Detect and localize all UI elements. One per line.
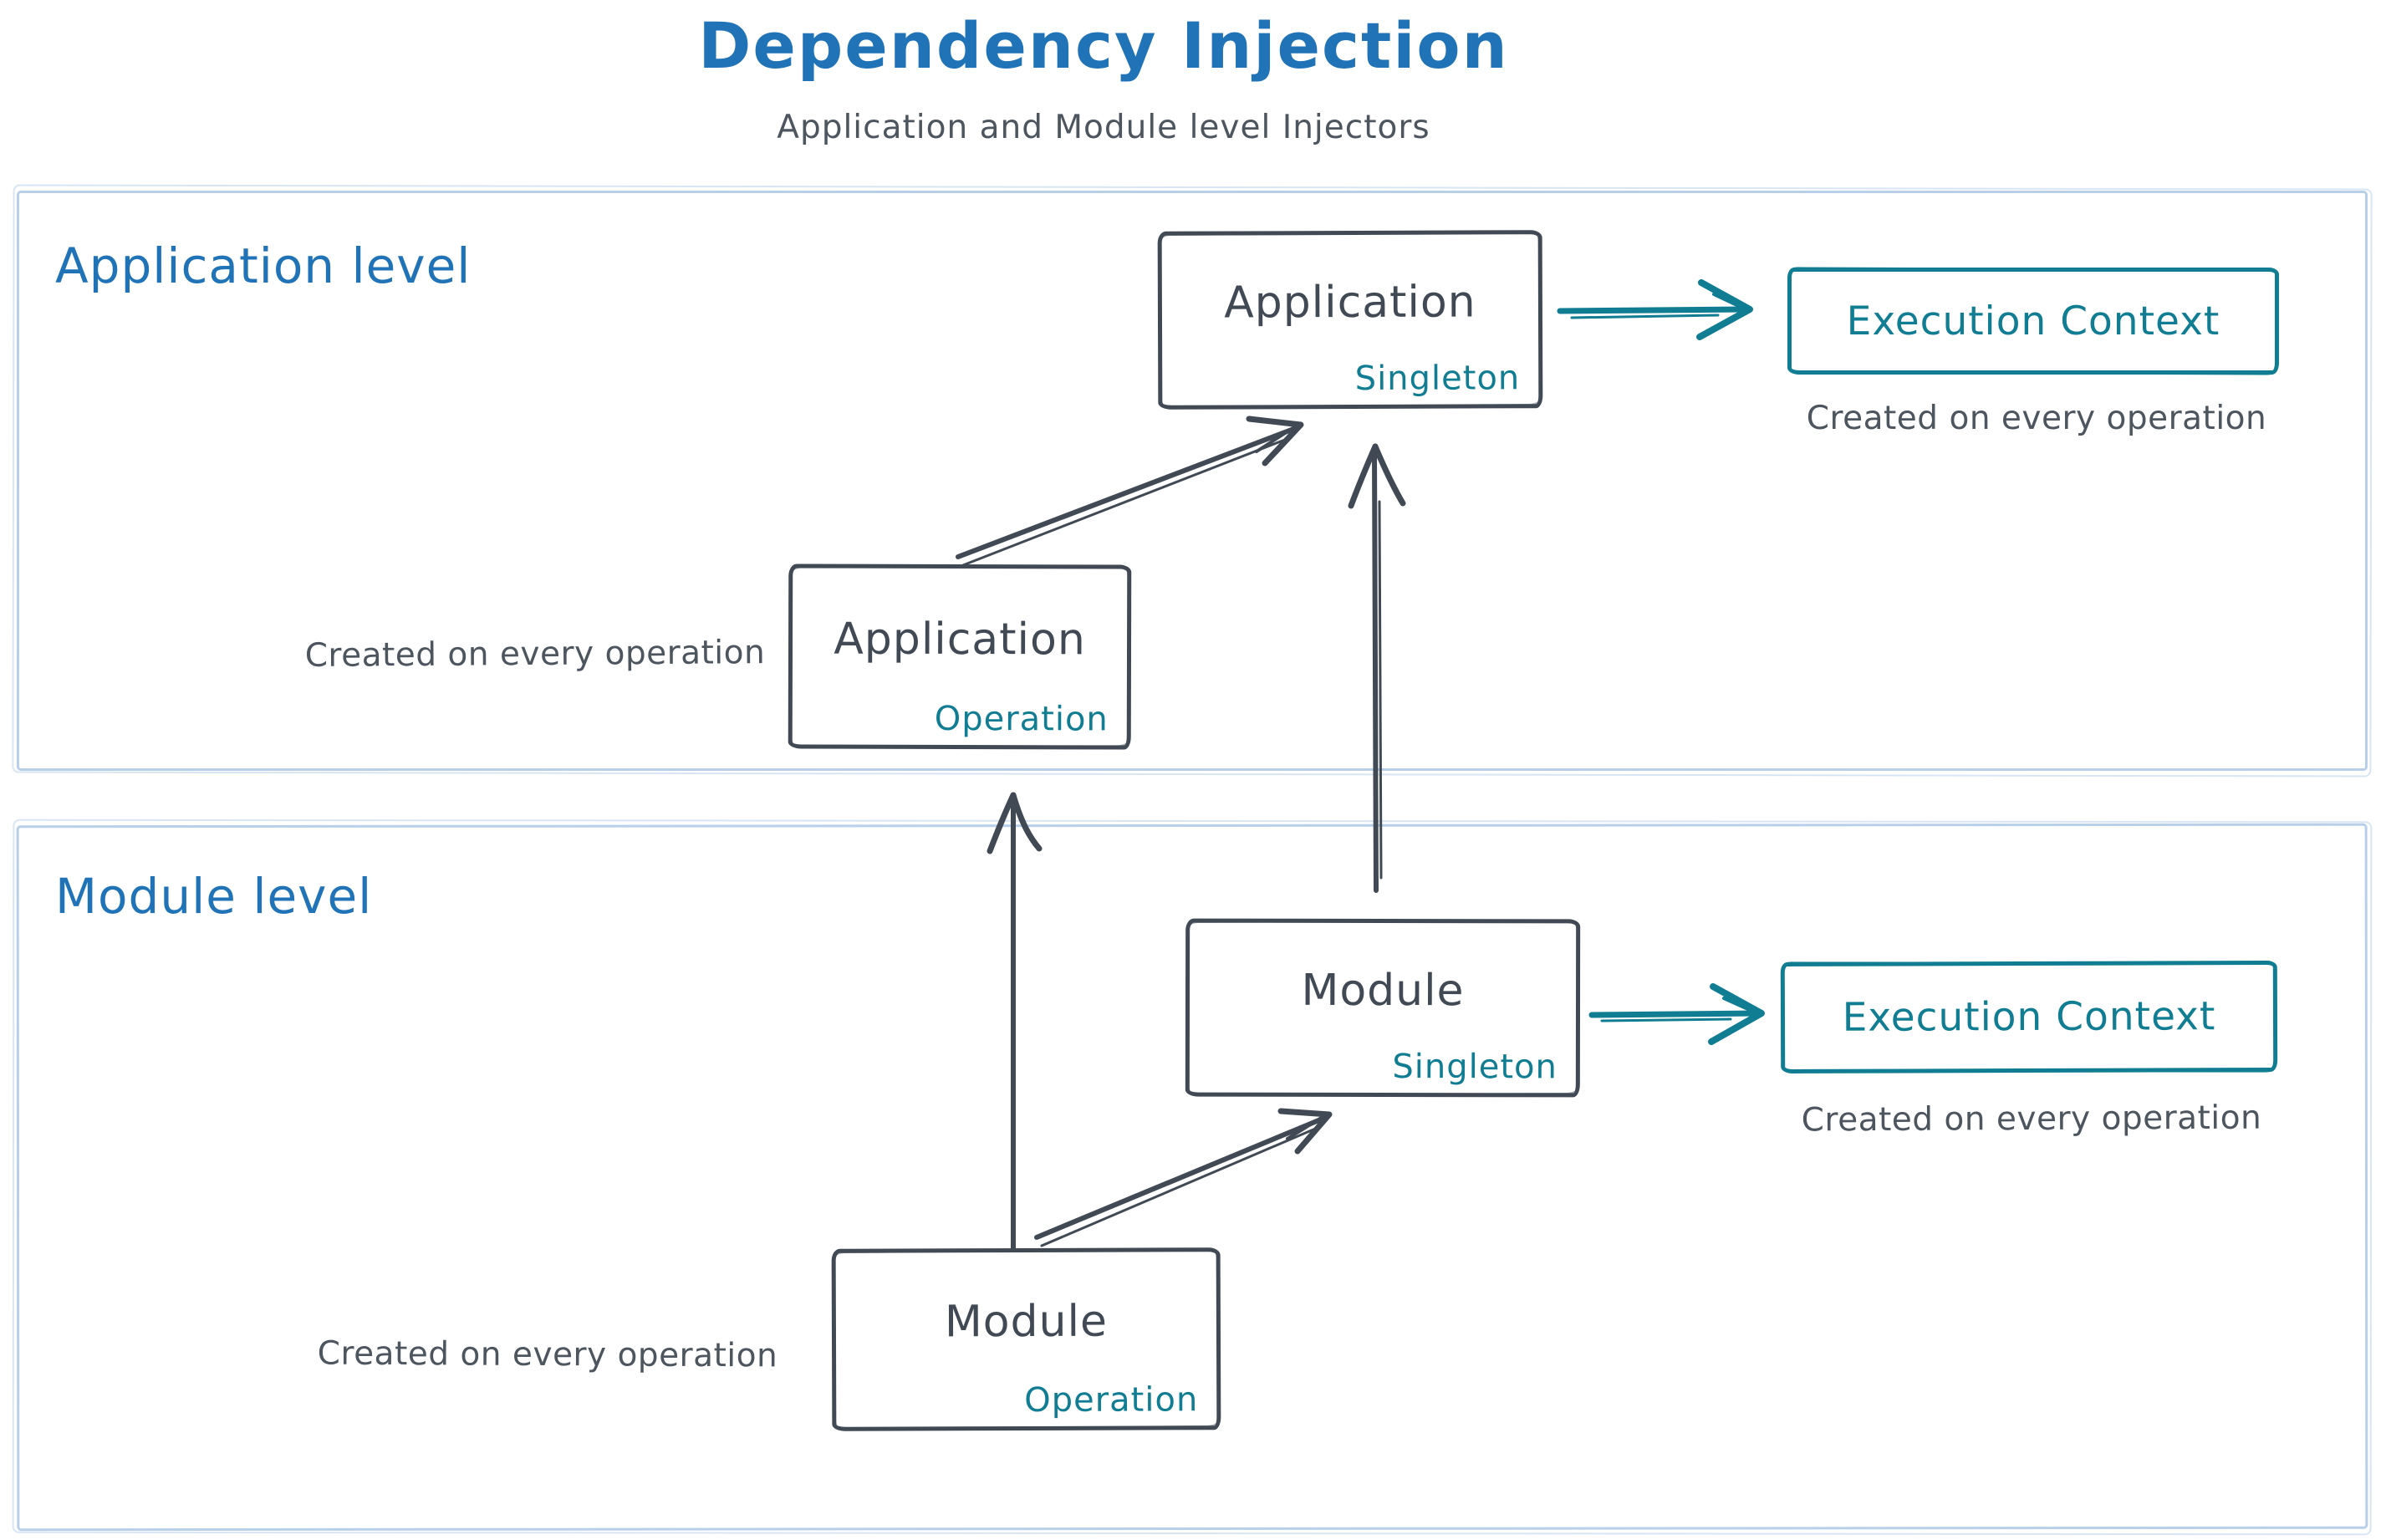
caption-exec-context-app: Created on every operation bbox=[1806, 400, 2267, 437]
module-singleton-subtitle: Singleton bbox=[1392, 1048, 1558, 1087]
page-subtitle: Application and Module level Injectors bbox=[777, 109, 1430, 146]
application-level-section bbox=[17, 191, 2368, 771]
app-singleton-subtitle: Singleton bbox=[1354, 359, 1521, 398]
execution-context-app-box: Execution Context bbox=[1787, 268, 2279, 375]
module-operation-subtitle: Operation bbox=[1024, 1380, 1199, 1420]
caption-module-operation: Created on every operation bbox=[317, 1334, 778, 1375]
application-level-label: Application level bbox=[55, 237, 472, 294]
execution-context-module-label: Execution Context bbox=[1842, 993, 2216, 1041]
module-singleton-box: Module Singleton bbox=[1185, 918, 1581, 1098]
execution-context-app-label: Execution Context bbox=[1846, 298, 2220, 344]
execution-context-module-box: Execution Context bbox=[1780, 960, 2278, 1074]
caption-app-operation: Created on every operation bbox=[304, 634, 766, 675]
caption-exec-context-module: Created on every operation bbox=[1801, 1099, 2262, 1140]
app-singleton-box: Application Singleton bbox=[1157, 230, 1543, 410]
app-operation-box: Application Operation bbox=[788, 563, 1132, 750]
module-operation-box: Module Operation bbox=[831, 1247, 1221, 1431]
page-title: Dependency Injection bbox=[698, 8, 1509, 83]
app-operation-subtitle: Operation bbox=[934, 699, 1109, 739]
module-level-label: Module level bbox=[55, 868, 373, 925]
